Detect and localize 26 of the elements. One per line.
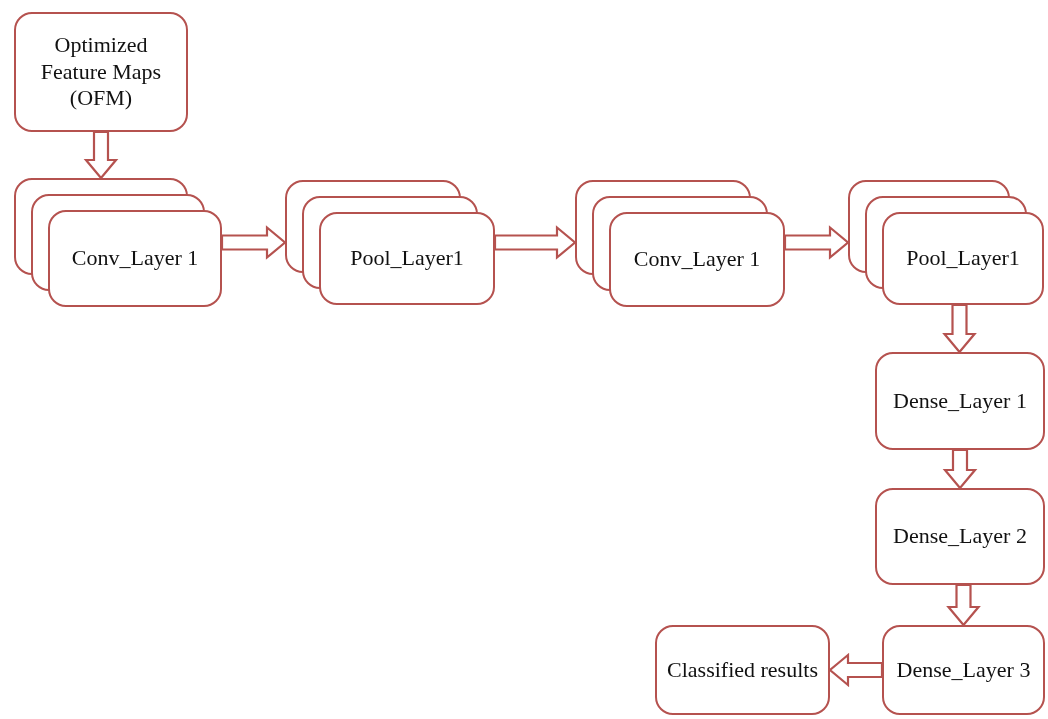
- box-label: Pool_Layer1: [349, 245, 465, 272]
- block-arrow: [942, 303, 977, 354]
- card-stack: [848, 180, 1044, 305]
- process-box: [875, 488, 1045, 585]
- block-arrow: [220, 225, 287, 260]
- process-box: [14, 12, 188, 132]
- process-box: [655, 625, 830, 715]
- block-arrow: [493, 225, 577, 260]
- box-label: Pool_Layer1: [905, 245, 1021, 272]
- box-label: Dense_Layer 2: [892, 523, 1028, 550]
- box-label: Optimized Feature Maps (OFM): [39, 32, 163, 112]
- card-stack: [285, 180, 495, 305]
- block-arrow: [942, 448, 978, 490]
- block-arrow: [946, 583, 981, 627]
- box-label: Classified results: [666, 656, 819, 684]
- process-box: [875, 352, 1045, 450]
- block-arrow: [83, 130, 119, 180]
- box-label: Conv_Layer 1: [632, 246, 762, 273]
- block-arrow: [828, 652, 884, 688]
- card-stack: [14, 178, 222, 307]
- box-label: Dense_Layer 1: [892, 387, 1028, 415]
- process-box: [882, 625, 1045, 715]
- card-stack: [575, 180, 785, 307]
- box-label: Dense_Layer 3: [895, 656, 1032, 684]
- box-label: Conv_Layer 1: [70, 245, 200, 272]
- block-arrow: [783, 225, 850, 260]
